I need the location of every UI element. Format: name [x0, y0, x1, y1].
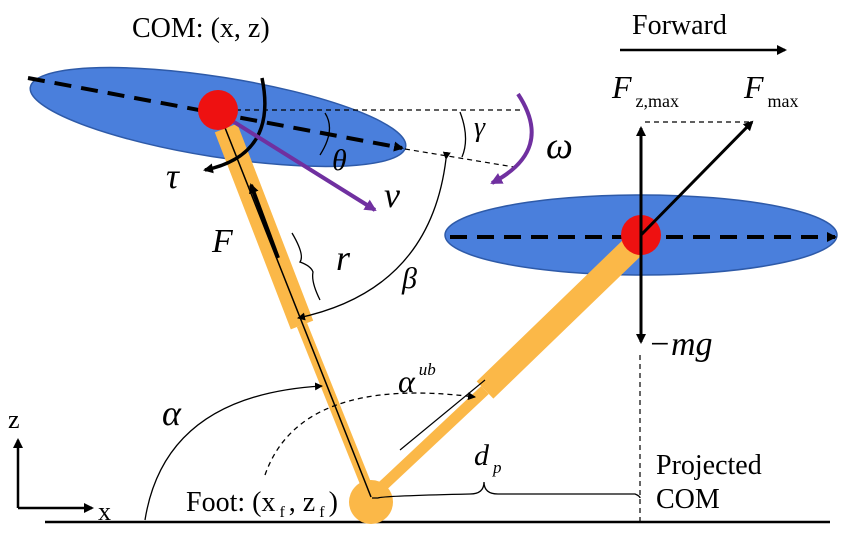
fmax-base: F [743, 69, 764, 105]
beta-label: β [401, 262, 417, 295]
r-brace [291, 232, 321, 301]
mg-label: −mg [648, 326, 713, 363]
dp-base: d [474, 439, 490, 472]
r-label: r [336, 238, 351, 278]
projected-label-line1: Projected [656, 450, 762, 481]
torque-arrow [203, 77, 267, 174]
alpha-arc [144, 382, 323, 521]
alpha-ub-reference [399, 379, 486, 451]
omega-label: ω [546, 125, 573, 167]
leg-force-arrow [249, 183, 280, 259]
projected-label-line2: COM [656, 484, 720, 515]
leg-length-line [217, 109, 372, 498]
right-leg-lower [367, 385, 489, 502]
foot-label-c: ) [329, 487, 338, 518]
foot-circle [349, 480, 393, 524]
fz-max-label: F z,max [611, 69, 679, 111]
z-axis-label: z [8, 405, 20, 434]
left-com-dot [198, 90, 238, 130]
right-leg-upper [476, 236, 644, 399]
alpha-ub-base: α [398, 363, 416, 399]
dp-brace [372, 481, 641, 499]
dp-label: d p [474, 439, 502, 477]
foot-label-sub1: f [279, 504, 285, 521]
com-label: COM: (x, z) [132, 13, 270, 44]
fmax-sub: max [768, 91, 799, 111]
foot-label: Foot: (x f , z f ) [186, 487, 338, 521]
tau-label: τ [166, 156, 180, 196]
x-axis-label: x [98, 497, 111, 526]
fmax-arrow [639, 120, 754, 237]
omega-arrow [490, 92, 534, 185]
foot-label-sub2: f [319, 504, 325, 521]
body-axis-extension [404, 148, 521, 169]
alpha-ub-arc [264, 392, 476, 476]
beta-arc [297, 151, 451, 321]
force-label: F [211, 223, 234, 260]
fz-max-base: F [611, 69, 632, 105]
foot-label-a: Foot: (x [186, 487, 275, 518]
dp-sub: p [492, 458, 502, 477]
velocity-label: v [384, 175, 400, 215]
alpha-ub-label: α ub [398, 360, 436, 399]
gamma-arc [459, 111, 467, 158]
alpha-ub-sup: ub [419, 360, 436, 379]
foot-label-b: , z [289, 487, 315, 518]
theta-arc [319, 112, 331, 156]
gamma-label: γ [474, 112, 486, 143]
velocity-arrow [216, 110, 377, 212]
forward-label: Forward [632, 10, 727, 41]
theta-label: θ [332, 144, 347, 177]
fmax-label: F max [743, 69, 799, 111]
fz-max-sub: z,max [636, 91, 679, 111]
alpha-label: α [162, 393, 182, 433]
